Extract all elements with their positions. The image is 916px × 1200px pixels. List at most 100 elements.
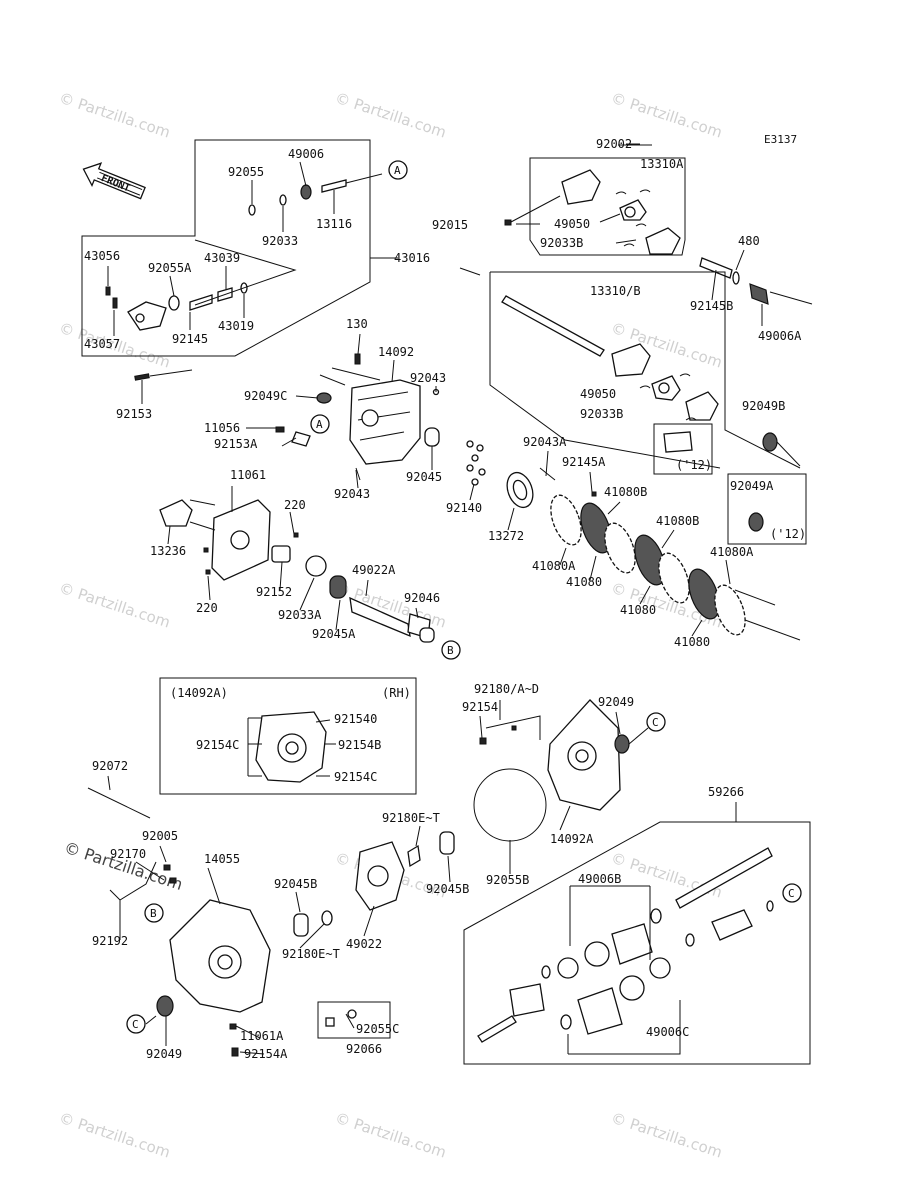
part-label: 92033A [278, 608, 322, 622]
part-label: 49022 [346, 937, 382, 951]
part-label: 92192 [92, 934, 128, 948]
callout-c: C [788, 887, 795, 900]
part-label: 43057 [84, 337, 120, 351]
part-label: 92045 [406, 470, 442, 484]
part-label: 13310A [640, 157, 684, 171]
part-label: 11061A [240, 1029, 284, 1043]
callout-a: A [394, 164, 401, 177]
part-label: 921540 [334, 712, 377, 726]
part-label: 13236 [150, 544, 186, 558]
part-label: 11061 [230, 468, 266, 482]
callout-a-top: A [388, 160, 408, 180]
part-label: 41080 [566, 575, 602, 589]
part-label: 92066 [346, 1042, 382, 1056]
callout-a-mid: A [310, 414, 330, 434]
part-label: 49050 [580, 387, 616, 401]
group-14055 [87, 787, 455, 1057]
watermark: © Partzilla.com [333, 89, 449, 142]
part-label: 92180E~T [382, 811, 440, 825]
part-label: 92045A [312, 627, 356, 641]
part-label: 92154B [338, 738, 381, 752]
part-label: 92033B [580, 407, 623, 421]
part-label: 92002 [596, 137, 632, 151]
part-label: ('12) [770, 527, 806, 541]
group-43016 [81, 139, 398, 381]
callout-c-right: C [782, 883, 802, 903]
group-59266 [463, 802, 811, 1065]
group-14092 [275, 353, 486, 486]
callout-b-low: B [144, 903, 164, 923]
part-label: 49050 [554, 217, 590, 231]
part-label: 92154A [244, 1047, 288, 1061]
part-label: 92072 [92, 759, 128, 773]
group-13310A [504, 144, 813, 305]
part-label: 92152 [256, 585, 292, 599]
part-label: 49022A [352, 563, 396, 577]
part-label: 49006C [646, 1025, 689, 1039]
part-label: 92045B [274, 877, 317, 891]
part-label: 92055B [486, 873, 529, 887]
part-label: 14055 [204, 852, 240, 866]
part-label: 130 [346, 317, 368, 331]
part-label: 92140 [446, 501, 482, 515]
part-label: 92145A [562, 455, 606, 469]
callout-b: B [150, 907, 157, 920]
part-label: 92043 [334, 487, 370, 501]
inset-side: (RH) [382, 686, 411, 700]
group-14092A [473, 699, 649, 842]
part-label: 92043 [410, 371, 446, 385]
part-label: 43056 [84, 249, 120, 263]
part-label: ('12) [676, 458, 712, 472]
leader-lines [107, 143, 763, 1055]
part-label: 92045B [426, 882, 469, 896]
part-label: 92049B [742, 399, 785, 413]
part-label: 92145 [172, 332, 208, 346]
callout-a: A [316, 418, 323, 431]
watermark: © Partzilla.com [609, 1109, 725, 1162]
watermark: © Partzilla.com [57, 1109, 173, 1162]
part-label: 92154C [334, 770, 377, 784]
part-label: 41080B [604, 485, 647, 499]
watermark: © Partzilla.com [609, 89, 725, 142]
callout-c: C [652, 716, 659, 729]
part-label: 220 [196, 601, 218, 615]
callout-c-left: C [126, 1014, 146, 1034]
part-label: 92049C [244, 389, 287, 403]
part-label: 11056 [204, 421, 240, 435]
part-label: 13272 [488, 529, 524, 543]
part-label: 92033B [540, 236, 583, 250]
part-label: 480 [738, 234, 760, 248]
part-label: 220 [284, 498, 306, 512]
part-label: 92180E~T [282, 947, 340, 961]
part-label: 92055 [228, 165, 264, 179]
part-label: 92170 [110, 847, 146, 861]
part-label: 43039 [204, 251, 240, 265]
part-labels: 92002 13310A 92015 49050 92033B 480 9214… [84, 137, 806, 1061]
part-label: 92180/A~D [474, 682, 539, 696]
part-label: 92055A [148, 261, 192, 275]
part-label: 49006 [288, 147, 324, 161]
part-label: 92055C [356, 1022, 399, 1036]
callout-c: C [132, 1018, 139, 1031]
part-label: 41080B [656, 514, 699, 528]
figure-code: E3137 [764, 133, 797, 146]
callout-b-mid: B [441, 640, 461, 660]
inset-14092A [159, 677, 417, 795]
part-label: 92153A [214, 437, 258, 451]
part-label: 92033 [262, 234, 298, 248]
group-13310B [459, 267, 807, 545]
part-label: 43016 [394, 251, 430, 265]
part-label: 92145B [690, 299, 733, 313]
part-label: 92049 [598, 695, 634, 709]
part-label: 49006B [578, 872, 621, 886]
part-label: 13116 [316, 217, 352, 231]
part-label: 14092A [550, 832, 594, 846]
part-label: 92043A [523, 435, 567, 449]
part-label: 92049 [146, 1047, 182, 1061]
part-label: 13310/B [590, 284, 641, 298]
part-label: 92015 [432, 218, 468, 232]
callout-c-top: C [646, 712, 666, 732]
part-label: 41080A [710, 545, 754, 559]
part-label: 41080A [532, 559, 576, 573]
